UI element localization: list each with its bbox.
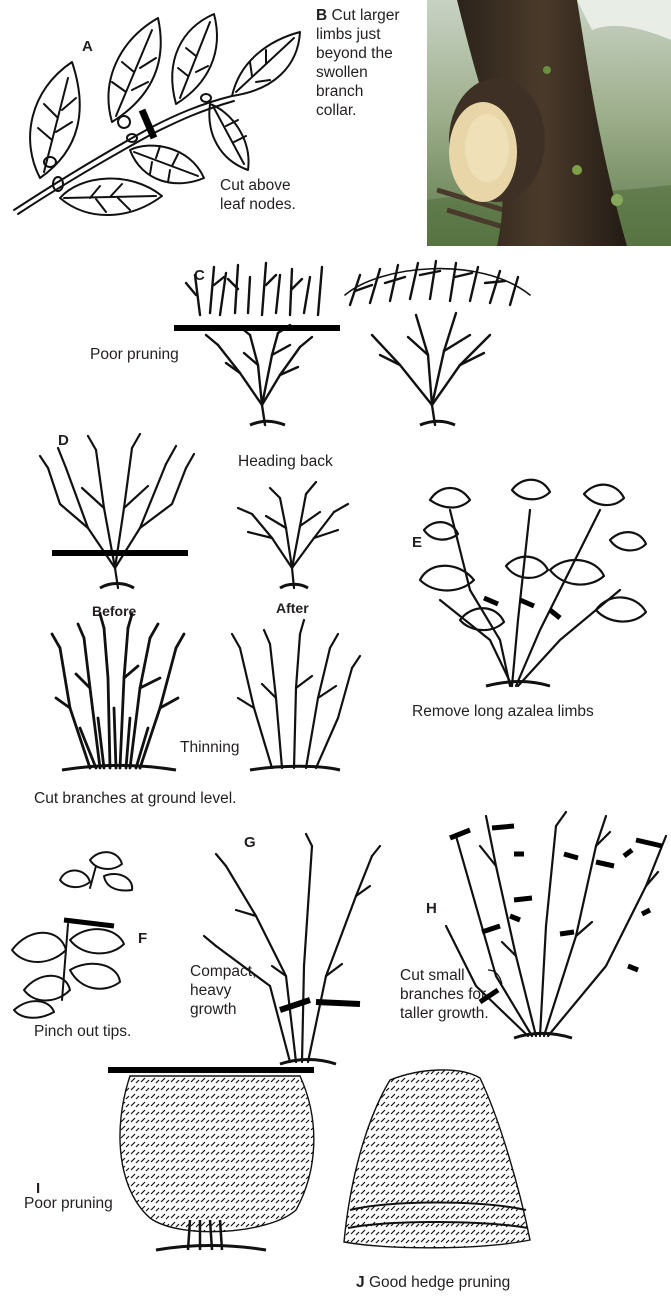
panel-f: F Pinch out tips. xyxy=(0,840,200,1070)
panel-a-caption-line2: leaf nodes. xyxy=(220,195,296,214)
panel-b-caption-line: branch xyxy=(316,83,363,100)
panel-c: C Poor pruning xyxy=(0,255,671,435)
shrub-headed-illustration xyxy=(0,255,671,435)
taller-growth-illustration xyxy=(396,806,671,1046)
panel-b-caption-line: Cut larger xyxy=(332,7,400,24)
panel-b-caption-line: collar. xyxy=(316,102,357,119)
panel-b-letter: B xyxy=(316,7,327,24)
panel-e-caption: Remove long azalea limbs xyxy=(412,702,594,721)
panel-d: D Heading back Before After Thinning Cut… xyxy=(0,428,400,808)
good-hedge-illustration xyxy=(330,1060,671,1260)
panel-f-caption: Pinch out tips. xyxy=(34,1022,131,1041)
panel-j-caption-text: Good hedge pruning xyxy=(369,1274,510,1291)
compact-growth-illustration xyxy=(186,826,396,1076)
poor-hedge-illustration xyxy=(0,1060,330,1260)
panel-j-caption: J Good hedge pruning xyxy=(356,1273,510,1292)
panel-b-caption: B Cut larger limbs just beyond the swoll… xyxy=(316,6,426,120)
branch-collar-photo xyxy=(427,0,671,246)
heading-thinning-illustration xyxy=(0,428,400,808)
panel-i: I Poor pruning xyxy=(0,1060,330,1297)
panel-g: G Compact, heavy growth xyxy=(186,826,396,1076)
azalea-illustration xyxy=(400,470,671,700)
pinch-tips-illustration xyxy=(0,840,200,1020)
panel-j: J Good hedge pruning xyxy=(330,1060,671,1297)
panel-e: E Remove long azalea limbs xyxy=(400,470,671,720)
panel-h: H Cut small branches for taller growth. xyxy=(396,806,671,1046)
panel-b-caption-line: swollen xyxy=(316,64,368,81)
panel-b-caption-line: beyond the xyxy=(316,45,393,62)
panel-a-caption-line1: Cut above xyxy=(220,176,291,195)
panel-b-caption-line: limbs just xyxy=(316,26,381,43)
panel-j-letter: J xyxy=(356,1274,365,1291)
panel-b: B Cut larger limbs just beyond the swoll… xyxy=(316,0,671,250)
